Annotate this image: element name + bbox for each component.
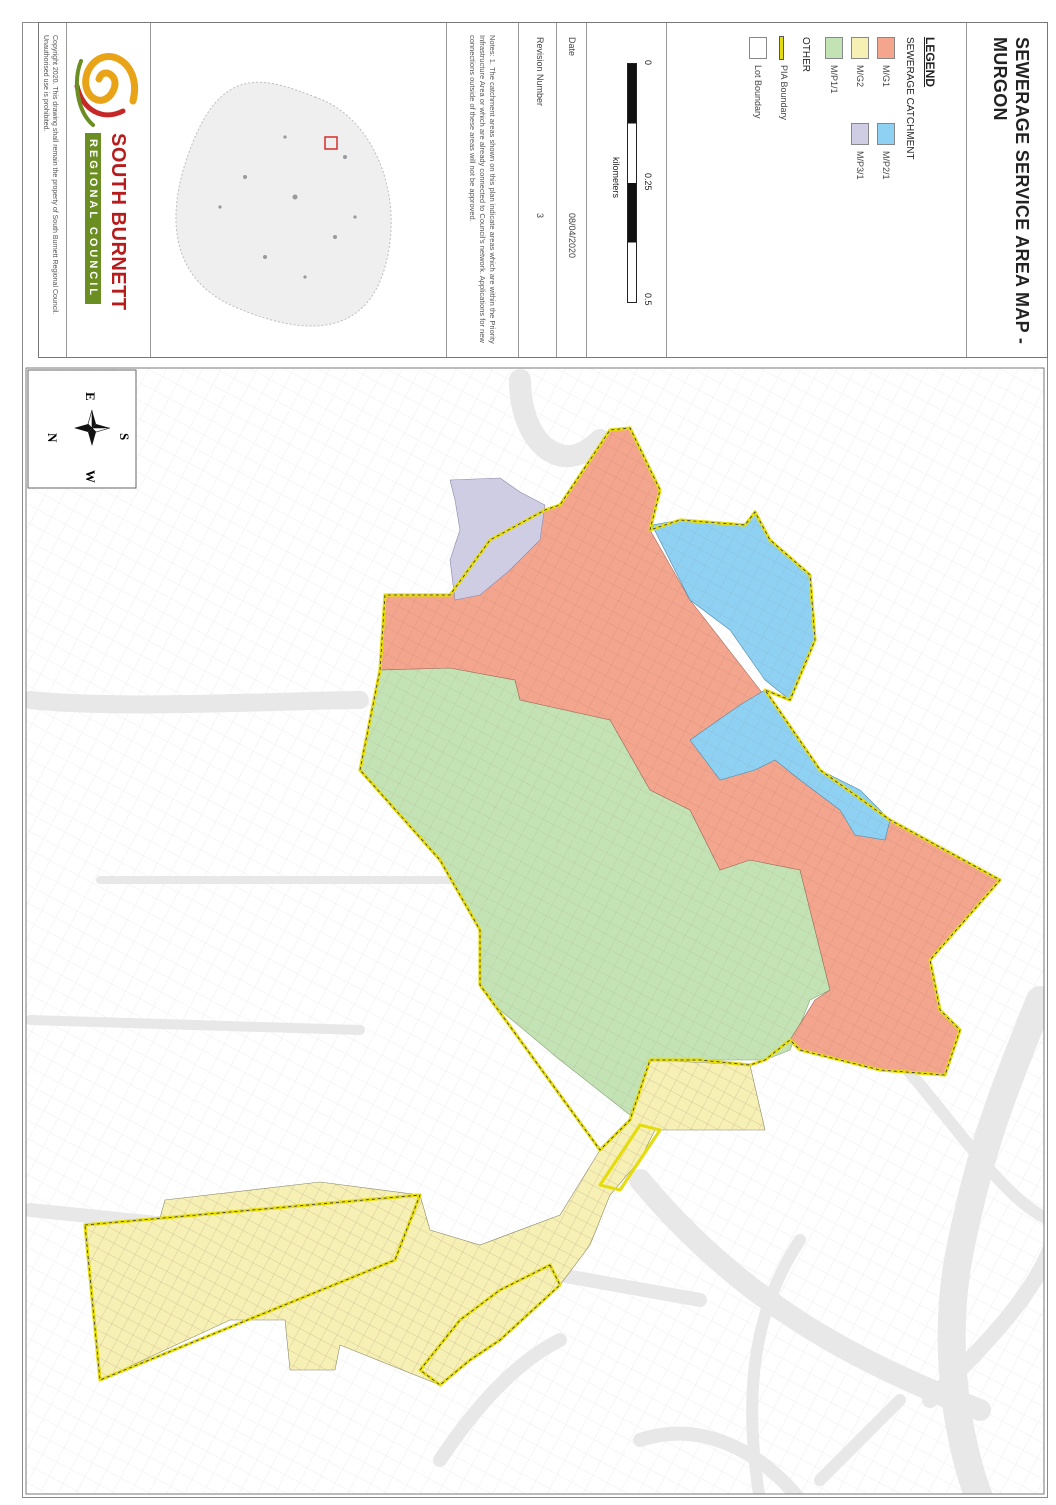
notes: Notes: 1. The catchment areas shown on t… [468,35,497,344]
revision-value: 3 [535,213,545,219]
legend-swatch-mg1 [877,37,895,59]
legend-swatch-pia [779,29,784,67]
legend-swatch-mp3 [851,123,869,145]
legend-swatch-mp1 [825,37,843,59]
date-value: 08/04/2020 [567,213,577,259]
legend-label-mp1: M/P1/1 [829,65,839,94]
legend-heading: LEGEND [923,37,937,88]
legend-swatch-lot [749,37,767,59]
date-label: Date [567,37,577,57]
legend-label-mp3: M/P3/1 [855,151,865,180]
council-logo-icon [74,53,139,127]
scale-mid: 0.25 [643,173,653,191]
title-block: SEWERAGE SERVICE AREA MAP - MURGON LEGEN… [38,22,1048,358]
legend-label-mg1: M/G1 [881,65,891,88]
road-network [26,369,1044,1494]
inset-towns [218,135,357,279]
title-block-rotated: SEWERAGE SERVICE AREA MAP - MURGON LEGEN… [22,22,1048,1498]
legend-label-mp2: M/P2/1 [881,151,891,180]
map-title: SEWERAGE SERVICE AREA MAP - MURGON [990,37,1032,345]
compass-w-label: W [83,470,98,483]
legend-label-lot: Lot Boundary [753,65,763,119]
legend-label-pia: PIA Boundary [779,65,789,121]
copyright-text: Copyright 2020. This drawing shall remai… [42,35,58,315]
scale-start: 0 [643,60,653,66]
map-frame [25,367,1045,1495]
scale-unit: kilometers [611,157,621,199]
scale-bar [627,63,637,303]
council-name: SOUTH BURNETT [107,133,129,311]
compass-rose-icon [74,409,111,446]
locality-inset-map [175,81,392,327]
compass-s-label: S [117,433,132,440]
legend-swatch-mp2 [877,123,895,145]
catchment-mp3[interactable] [449,477,546,601]
council-subtitle: REGIONAL COUNCIL [85,133,101,305]
scale-end: 0.5 [643,293,653,306]
legend-catchment-heading: SEWERAGE CATCHMENT [904,37,915,160]
sewerage-catchments [84,427,1001,1386]
pia-boundary-casing [84,427,1001,1386]
north-arrow: N E S W [27,369,137,489]
compass-n-label: N [45,433,60,443]
legend-swatch-mg2 [851,37,869,59]
compass-e-label: E [83,392,98,401]
revision-label: Revision Number [535,37,545,107]
legend-label-mg2: M/G2 [855,65,865,88]
legend-other-heading: OTHER [800,37,811,72]
inset-location-marker [324,136,338,150]
